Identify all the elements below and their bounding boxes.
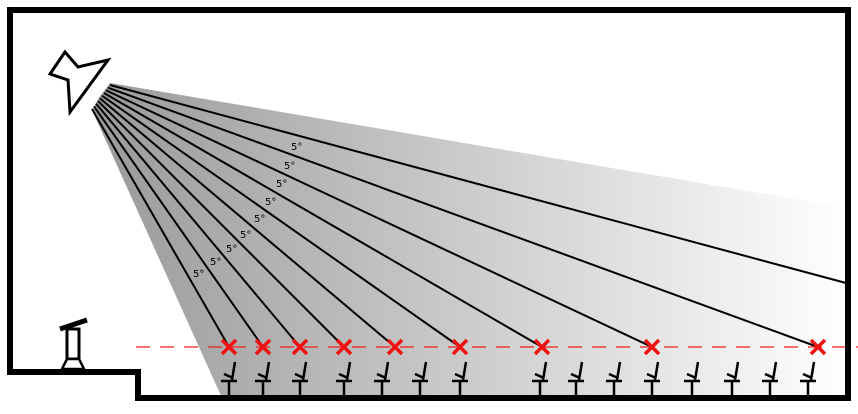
angle-labels: 5°5°5°5°5°5°5°5°5° bbox=[193, 142, 302, 280]
lectern-icon bbox=[59, 317, 88, 371]
seat-icon bbox=[255, 361, 271, 397]
listener-mark-icon bbox=[533, 338, 551, 356]
listener-mark-icon bbox=[809, 338, 827, 356]
seat-icon bbox=[606, 361, 622, 397]
angle-label: 5° bbox=[284, 161, 295, 172]
angle-label: 5° bbox=[193, 269, 204, 280]
seat-icon bbox=[684, 361, 700, 397]
listener-mark-icon bbox=[386, 338, 404, 356]
angle-label: 5° bbox=[276, 179, 287, 190]
ray-line bbox=[97, 100, 345, 348]
angle-label: 5° bbox=[265, 197, 276, 208]
ray-line bbox=[109, 84, 847, 284]
angle-label: 5° bbox=[254, 214, 265, 225]
listener-mark-icon bbox=[291, 338, 309, 356]
seat-icon bbox=[644, 361, 660, 397]
ray-line bbox=[103, 92, 543, 348]
listener-mark-icon bbox=[451, 338, 469, 356]
ray-line bbox=[95, 103, 301, 348]
listener-mark-icon bbox=[335, 338, 353, 356]
loudspeaker-icon bbox=[47, 49, 112, 117]
ray-line bbox=[107, 86, 819, 348]
ray-line bbox=[101, 94, 461, 348]
room-outline bbox=[7, 7, 851, 401]
seat-icon bbox=[292, 361, 308, 397]
angle-label: 5° bbox=[291, 142, 302, 153]
seat-icon bbox=[800, 361, 816, 397]
seat-icon bbox=[452, 361, 468, 397]
seat-icon bbox=[412, 361, 428, 397]
ray-line bbox=[99, 97, 396, 348]
angle-label: 5° bbox=[240, 230, 251, 241]
seat-icon bbox=[724, 361, 740, 397]
angle-label: 5° bbox=[226, 244, 237, 255]
listener-mark-icon bbox=[254, 338, 272, 356]
seat-icon bbox=[568, 361, 584, 397]
seats bbox=[221, 361, 816, 397]
listener-mark-icon bbox=[220, 338, 238, 356]
listener-marks bbox=[220, 338, 827, 356]
seat-icon bbox=[221, 361, 237, 397]
rays bbox=[91, 84, 847, 348]
ray-line bbox=[91, 108, 230, 348]
seat-icon bbox=[374, 361, 390, 397]
seat-icon bbox=[532, 361, 548, 397]
angle-label: 5° bbox=[210, 257, 221, 268]
coverage-beam bbox=[92, 83, 848, 398]
seat-icon bbox=[762, 361, 778, 397]
ray-line bbox=[93, 105, 264, 348]
listener-mark-icon bbox=[643, 338, 661, 356]
seat-icon bbox=[336, 361, 352, 397]
ray-line bbox=[105, 89, 653, 348]
